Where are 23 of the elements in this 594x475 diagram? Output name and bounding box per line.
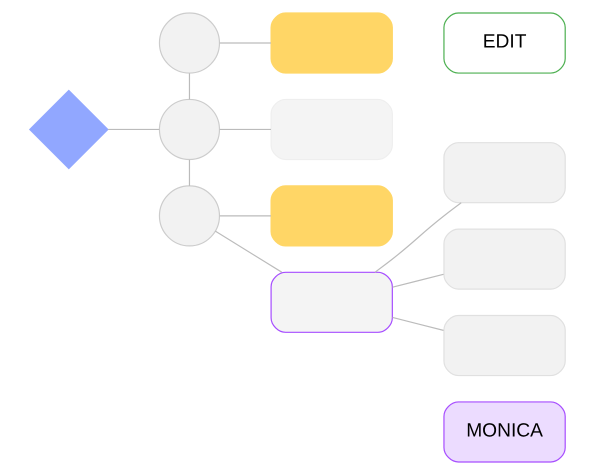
connector (219, 42, 270, 44)
node-circle (158, 185, 220, 246)
node-box (442, 228, 566, 290)
node-circle (158, 98, 220, 160)
node-box (442, 314, 566, 376)
connector (214, 230, 282, 273)
node-box (270, 272, 392, 333)
node-box (270, 98, 392, 160)
node-diamond (28, 90, 108, 170)
connector (219, 215, 270, 216)
node-circle (158, 12, 220, 74)
connector (188, 160, 190, 186)
node-box: EDIT (442, 12, 566, 74)
connector (392, 316, 444, 331)
connector (392, 274, 444, 288)
node-box (442, 142, 566, 204)
connector (219, 128, 270, 130)
node-box (270, 185, 392, 246)
node-box: MONICA (442, 401, 566, 463)
connector (374, 202, 462, 273)
node-box (270, 12, 392, 74)
connector (188, 73, 190, 100)
connector (108, 128, 159, 130)
